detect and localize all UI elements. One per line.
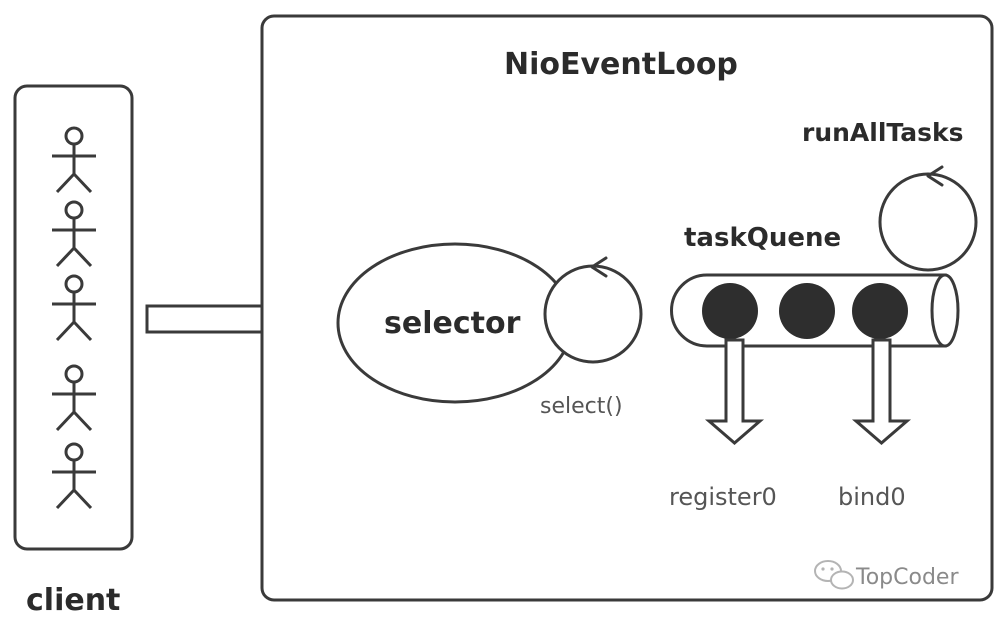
client-label: client (26, 583, 120, 618)
run-all-tasks-arrowhead-icon (926, 165, 944, 187)
register-down-arrow (704, 338, 765, 445)
queued-task (852, 283, 908, 339)
actor-icon (52, 126, 96, 194)
wechat-icon (814, 560, 854, 590)
client-actors (52, 126, 96, 510)
task-queue-label: taskQuene (684, 223, 841, 253)
bind-down-arrow (851, 338, 912, 445)
actor-icon (52, 274, 96, 342)
actor-icon (52, 200, 96, 268)
select-loop-circle (543, 264, 643, 364)
select-loop-arrowhead-icon (590, 256, 608, 278)
actor-icon (52, 442, 96, 510)
queued-task (779, 283, 835, 339)
event-loop-title: NioEventLoop (504, 47, 738, 82)
run-all-tasks-loop-circle (878, 172, 978, 272)
task-queue-cylinder-end (930, 273, 960, 348)
actor-icon (52, 364, 96, 432)
run-all-tasks-label: runAllTasks (802, 118, 964, 147)
queued-task (702, 283, 758, 339)
selector-label: selector (384, 306, 521, 341)
bind-label: bind0 (838, 483, 906, 511)
register-label: register0 (669, 483, 777, 511)
select-label: select() (540, 394, 623, 419)
watermark-text: TopCoder (855, 565, 959, 590)
